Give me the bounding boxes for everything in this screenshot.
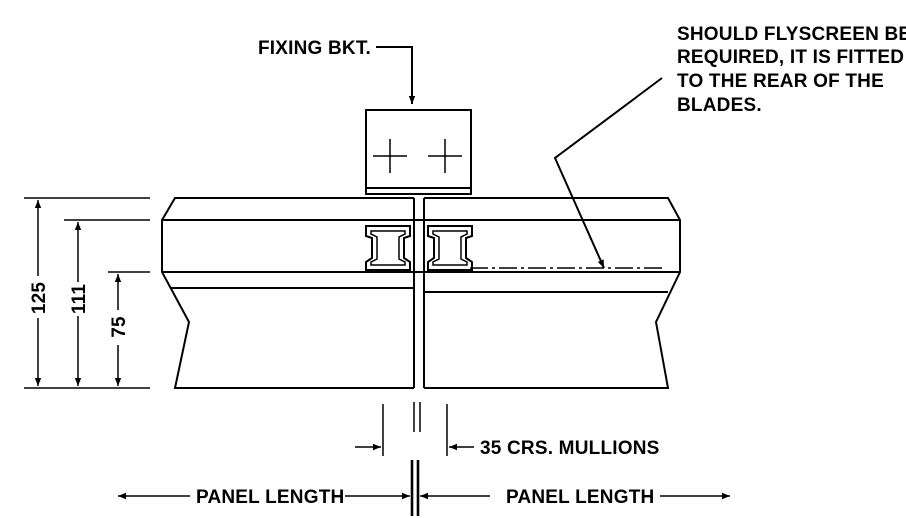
bolt-cross-left [373, 139, 407, 173]
flyscreen-note-line-1: SHOULD FLYSCREEN BE [677, 24, 906, 45]
bolt-cross-right [428, 139, 462, 173]
dimension-111: 111 [64, 219, 150, 386]
panel-length-right-label: PANEL LENGTH [506, 487, 654, 508]
blade-section [161, 197, 681, 389]
dimension-panel-length: PANEL LENGTH PANEL LENGTH [118, 460, 730, 516]
dimension-mullion-spacing: 35 CRS. MULLIONS [355, 402, 660, 459]
fixing-bracket-leader [376, 46, 416, 104]
fixing-bracket-label: FIXING BKT. [258, 38, 371, 59]
dimension-75-value: 75 [109, 316, 130, 338]
flyscreen-note: SHOULD FLYSCREEN BE REQUIRED, IT IS FITT… [677, 24, 906, 116]
mullion-channel-left [365, 225, 411, 271]
dimension-111-value: 111 [69, 284, 90, 314]
flyscreen-note-line-4: BLADES. [677, 95, 762, 116]
flyscreen-note-line-2: REQUIRED, IT IS FITTED [677, 47, 904, 68]
flyscreen-leader [553, 77, 663, 269]
mullion-channel-right [427, 225, 473, 271]
dimension-125-value: 125 [29, 282, 50, 315]
flyscreen-note-line-3: TO THE REAR OF THE [677, 71, 884, 92]
dimension-75: 75 [108, 271, 150, 386]
fixing-bracket [365, 109, 472, 195]
dimension-125: 125 [24, 197, 150, 389]
panel-length-left-label: PANEL LENGTH [196, 487, 344, 508]
mullion-spacing-label: 35 CRS. MULLIONS [480, 438, 660, 459]
